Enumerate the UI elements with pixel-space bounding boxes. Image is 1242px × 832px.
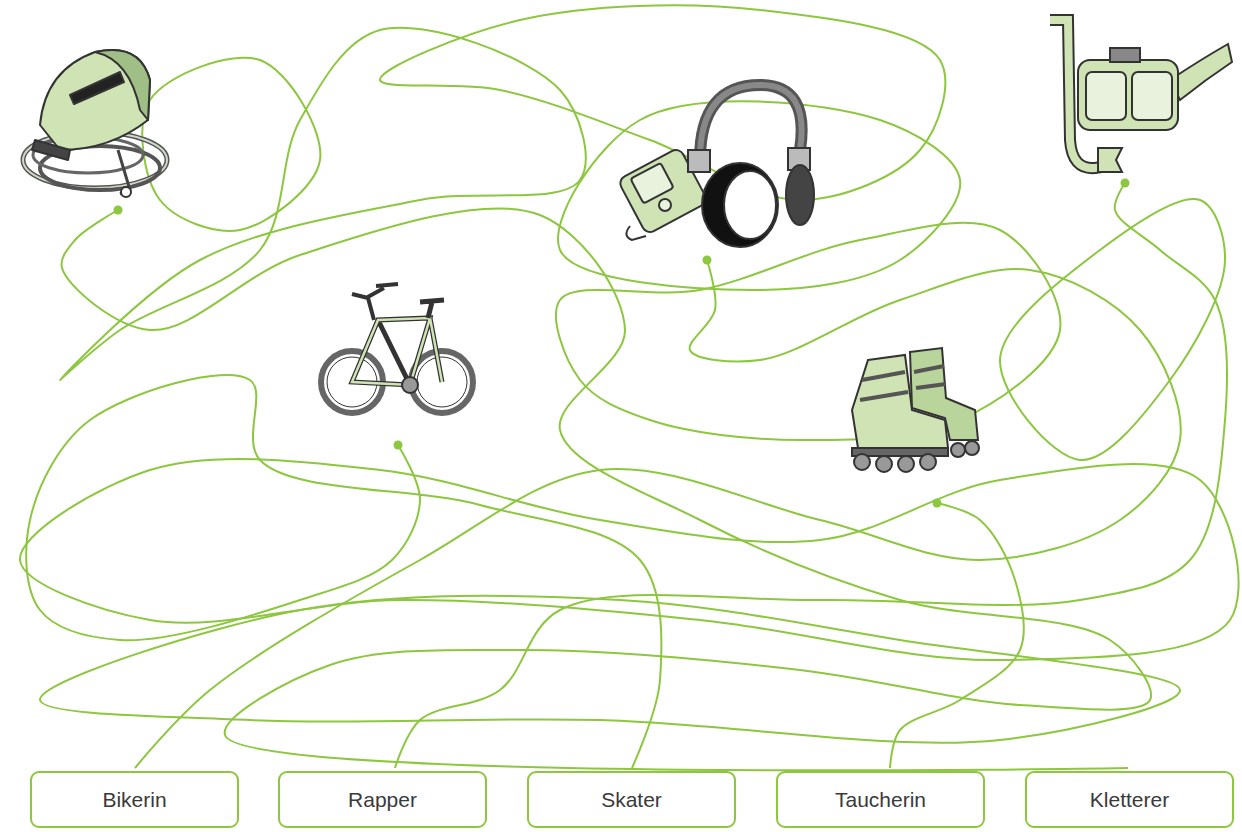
headphones-player-picture	[618, 85, 814, 247]
tangle-line	[40, 596, 1180, 743]
answer-word: Rapper	[348, 788, 417, 812]
tangle-line	[142, 58, 320, 231]
tangle-line	[395, 183, 1227, 768]
answer-box: Rapper	[278, 771, 487, 828]
answer-word: Bikerin	[102, 788, 166, 812]
helmet-rope-picture	[23, 50, 167, 197]
start-dot	[1121, 179, 1130, 188]
inline-skates-picture	[852, 348, 979, 472]
answer-box: Kletterer	[1025, 771, 1234, 828]
tangle-line	[61, 208, 1151, 770]
bicycle-picture	[321, 284, 473, 413]
start-dot	[933, 499, 942, 508]
start-dot	[114, 206, 123, 215]
answer-box: Taucherin	[776, 771, 985, 828]
tangle-line	[135, 260, 1181, 768]
tangle-line	[890, 503, 1024, 768]
answer-word: Skater	[601, 788, 662, 812]
answer-word: Kletterer	[1090, 788, 1169, 812]
answer-box: Bikerin	[30, 771, 239, 828]
tangle-line	[558, 101, 960, 290]
start-dot	[394, 441, 403, 450]
tangle-line	[26, 375, 661, 768]
tangle-line	[1000, 199, 1225, 460]
answer-word: Taucherin	[835, 788, 926, 812]
start-dot	[703, 256, 712, 265]
snorkel-mask-picture	[1050, 20, 1232, 172]
tangle-line	[556, 223, 1060, 440]
answer-box: Skater	[527, 771, 736, 828]
